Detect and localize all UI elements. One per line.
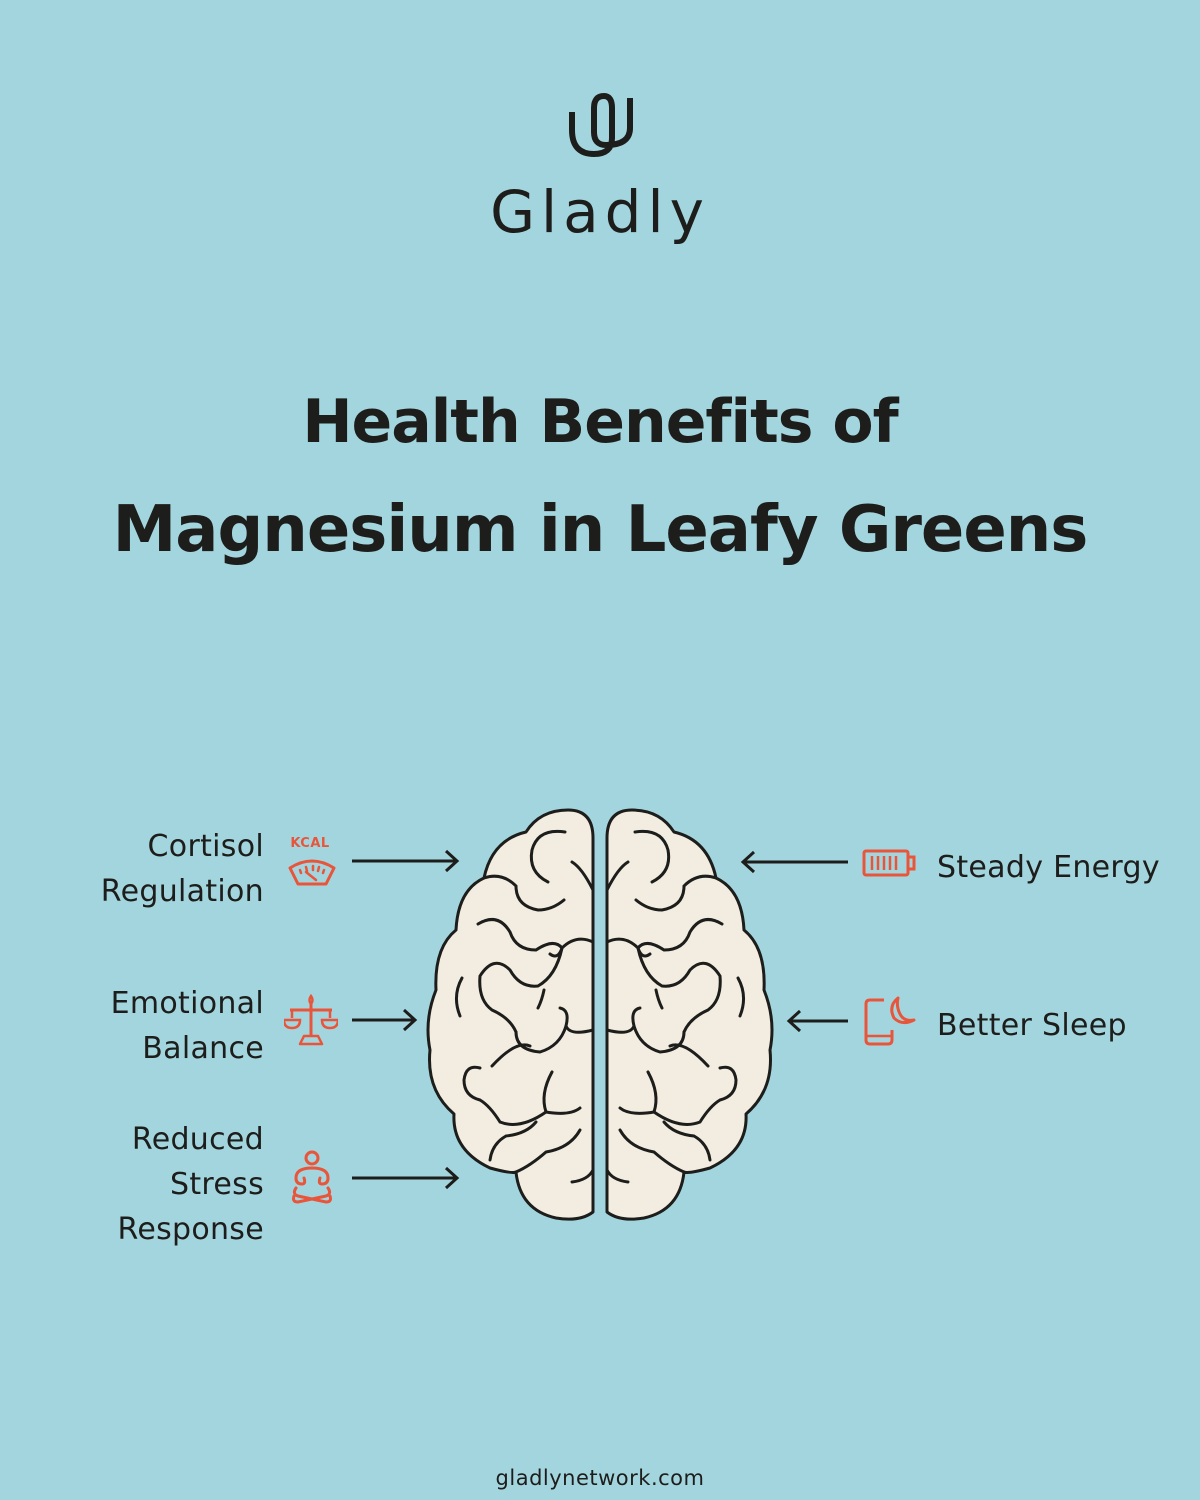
gladly-logo-icon bbox=[569, 92, 633, 158]
arrow-right-icon bbox=[352, 1166, 460, 1190]
page-title: Health Benefits of Magnesium in Leafy Gr… bbox=[0, 368, 1200, 584]
arrow-right-icon bbox=[352, 1008, 418, 1032]
benefit-line: Emotional bbox=[110, 986, 264, 1021]
benefit-better-sleep: Better Sleep bbox=[937, 1008, 1127, 1043]
benefit-line: Stress bbox=[170, 1167, 264, 1202]
meditation-icon bbox=[292, 1150, 332, 1204]
benefit-reduced-stress-response: Reduced Stress Response bbox=[14, 1117, 264, 1252]
brand-name: Gladly bbox=[490, 178, 710, 246]
arrow-right-icon bbox=[352, 849, 460, 873]
kcal-text: KCAL bbox=[290, 836, 330, 851]
balance-scale-icon bbox=[284, 993, 338, 1046]
battery-full-icon bbox=[862, 849, 916, 877]
phone-moon-icon bbox=[864, 996, 916, 1046]
brain-illustration bbox=[426, 808, 774, 1221]
title-line-2: Magnesium in Leafy Greens bbox=[112, 493, 1089, 567]
arrow-left-icon bbox=[740, 850, 848, 874]
benefit-line: Response bbox=[117, 1212, 264, 1247]
benefit-cortisol-regulation: Cortisol Regulation bbox=[14, 824, 264, 914]
benefit-line: Regulation bbox=[100, 874, 264, 909]
arrow-left-icon bbox=[786, 1009, 848, 1033]
benefit-line: Balance bbox=[142, 1031, 264, 1066]
benefit-line: Cortisol bbox=[147, 829, 264, 864]
kcal-scale-icon: KCAL bbox=[286, 836, 341, 891]
benefit-emotional-balance: Emotional Balance bbox=[14, 981, 264, 1071]
benefit-steady-energy: Steady Energy bbox=[937, 850, 1160, 885]
footer-url[interactable]: gladlynetwork.com bbox=[495, 1466, 705, 1490]
title-line-1: Health Benefits of bbox=[302, 387, 898, 457]
benefit-line: Reduced bbox=[131, 1122, 264, 1157]
